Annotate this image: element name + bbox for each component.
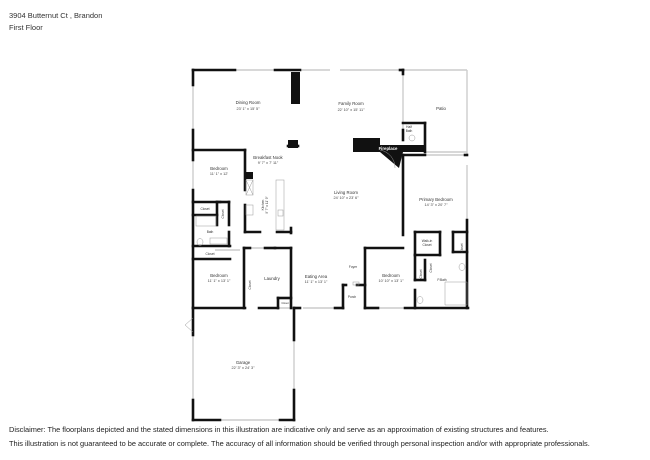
bath-label: Bath: [207, 230, 214, 234]
disclaimer-line-2: This illustration is not guaranteed to b…: [9, 439, 590, 448]
eating-area-label: Eating Area: [305, 274, 328, 279]
closet7-label: Closet: [248, 280, 252, 289]
kitchen-dims: 9' 7" x 11' 9": [265, 196, 269, 213]
primary-bedroom-label: Primary Bedroom: [419, 197, 453, 202]
closet8-label: Closet: [281, 301, 289, 305]
closet6-label: Closet: [429, 263, 433, 272]
closet5-label: Closet: [419, 269, 423, 278]
walk-in-closet-label-2: Closet: [422, 243, 431, 247]
bedroom2-dims: 11' 1" x 13' 1": [208, 279, 231, 283]
family-room-label: Family Room: [338, 101, 364, 106]
garage-dims: 22' 3" x 24' 3": [232, 366, 256, 370]
living-room-label: Living Room: [334, 190, 358, 195]
kitchen-label: Kitchen: [261, 199, 265, 210]
dining-room-label: Dining Room: [236, 100, 261, 105]
patio-label: Patio: [436, 106, 446, 111]
bedroom1-label: Bedroom: [210, 166, 228, 171]
bedroom3-label: Bedroom: [382, 273, 400, 278]
walk-in-closet-label: Walk-in: [422, 239, 433, 243]
half-bath-label-2: Bath: [406, 129, 413, 133]
closet2-label: Closet: [221, 209, 225, 218]
primary-bath-label: P.Bath: [437, 278, 446, 282]
walls: [191, 68, 470, 422]
property-address: 3904 Butternut Ct , Brandon: [9, 11, 103, 20]
breakfast-nook-dims: 9' 7" x 7' 11": [258, 161, 279, 165]
half-bath-label: Half: [406, 125, 412, 129]
fixtures: [184, 134, 468, 333]
solid-blocks: [245, 72, 425, 179]
porch-label: Porch: [348, 295, 357, 299]
disclaimer-line-1: Disclaimer: The floorplans depicted and …: [9, 425, 549, 434]
closet3-label: Closet: [205, 252, 214, 256]
fireplace-label: Fireplace: [379, 146, 398, 151]
garage-label: Garage: [236, 360, 251, 365]
breakfast-nook-label: Breakfast Nook: [253, 155, 283, 160]
bedroom3-dims: 10' 10" x 13' 1": [378, 279, 404, 283]
laundry-label: Laundry: [264, 276, 280, 281]
eating-area-dims: 11' 1" x 13' 1": [305, 280, 328, 284]
family-room-dims: 22' 10" x 15' 11": [338, 108, 366, 112]
windows: [192, 69, 468, 421]
floor-label: First Floor: [9, 23, 43, 32]
closet4-label: Closet: [460, 243, 464, 252]
dining-room-dims: 23' 1" x 15' 5": [237, 107, 261, 111]
closet1-label: Closet: [200, 207, 209, 211]
primary-bedroom-dims: 14' 3" x 20' 7": [425, 203, 449, 207]
bedroom2-label: Bedroom: [210, 273, 228, 278]
foyer-label: Foyer: [349, 265, 358, 269]
bedroom1-dims: 11' 1" x 12': [210, 172, 228, 176]
living-room-dims: 24' 10" x 23' 6": [333, 196, 359, 200]
